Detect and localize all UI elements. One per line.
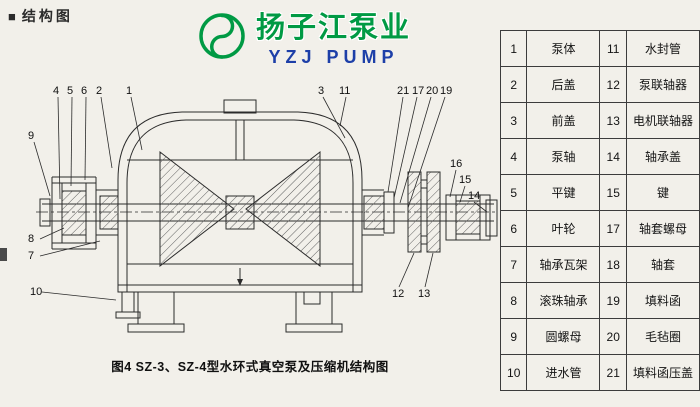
part-label: 21 xyxy=(397,85,410,97)
part-name: 滚珠轴承 xyxy=(526,282,601,319)
part-no: 3 xyxy=(499,102,528,139)
brand-text: 扬子江泵业 YZJ PUMP xyxy=(256,4,411,68)
part-no: 18 xyxy=(599,246,627,283)
part-name: 轴套 xyxy=(625,246,700,283)
part-no: 6 xyxy=(499,210,528,247)
table-row: 10 进水管 21 填料函压盖 xyxy=(499,354,700,391)
scan-artifact xyxy=(0,248,7,261)
part-no: 21 xyxy=(599,354,627,391)
part-label: 11 xyxy=(339,85,351,97)
part-no: 11 xyxy=(599,30,627,67)
table-row: 1 泵体 11 水封管 xyxy=(499,30,700,67)
part-label: 8 xyxy=(28,233,35,245)
part-name: 泵联轴器 xyxy=(625,66,700,103)
part-name: 填料函压盖 xyxy=(625,354,700,391)
part-no: 20 xyxy=(599,318,627,355)
part-no: 1 xyxy=(499,30,528,67)
part-no: 14 xyxy=(599,138,627,175)
part-name: 轴承瓦架 xyxy=(526,246,601,283)
part-name: 轴套螺母 xyxy=(625,210,700,247)
part-name: 叶轮 xyxy=(526,210,601,247)
parts-table: 1 泵体 11 水封管 2 后盖 12 泵联轴器 3 前盖 13 电机联轴器 4… xyxy=(499,30,700,391)
table-row: 3 前盖 13 电机联轴器 xyxy=(499,102,700,139)
part-name: 后盖 xyxy=(526,66,601,103)
part-label: 5 xyxy=(67,85,74,97)
pump-structure-diagram: 4 5 6 2 1 3 11 21 17 20 19 9 8 7 10 16 1… xyxy=(28,85,498,374)
part-name: 填料函 xyxy=(625,282,700,319)
figure-caption: 图4 SZ-3、SZ-4型水环式真空泵及压缩机结构图 xyxy=(111,360,389,374)
part-name: 键 xyxy=(625,174,700,211)
part-label: 19 xyxy=(440,85,453,97)
part-name: 泵轴 xyxy=(526,138,601,175)
part-label: 16 xyxy=(450,158,463,170)
table-row: 4 泵轴 14 轴承盖 xyxy=(499,138,700,175)
table-row: 9 圆螺母 20 毛毡圈 xyxy=(499,318,700,355)
pump-cross-section-drawing xyxy=(33,96,498,333)
brand-name-en: YZJ PUMP xyxy=(268,47,399,67)
part-no: 12 xyxy=(599,66,627,103)
part-label: 4 xyxy=(53,85,60,97)
part-no: 13 xyxy=(599,102,627,139)
part-label: 17 xyxy=(412,85,425,97)
section-title: 结构图 xyxy=(21,8,73,24)
part-no: 10 xyxy=(499,354,528,391)
part-label: 2 xyxy=(96,85,103,97)
swirl-vortex-icon xyxy=(199,13,245,59)
part-label: 12 xyxy=(392,288,405,300)
part-name: 进水管 xyxy=(526,354,601,391)
part-name: 水封管 xyxy=(625,30,700,67)
part-label: 20 xyxy=(426,85,439,97)
brand-name-cn: 扬子江泵业 xyxy=(256,12,412,44)
part-no: 7 xyxy=(499,246,528,283)
part-label: 6 xyxy=(81,85,88,97)
part-no: 4 xyxy=(499,138,528,175)
part-name: 圆螺母 xyxy=(526,318,601,355)
part-no: 8 xyxy=(499,282,528,319)
part-no: 19 xyxy=(599,282,627,319)
part-no: 5 xyxy=(499,174,528,211)
part-label: 9 xyxy=(28,130,35,142)
section-bullet-icon: ■ xyxy=(8,9,16,24)
part-label: 7 xyxy=(28,250,35,262)
part-name: 平键 xyxy=(526,174,601,211)
section-header: ■ 结构图 xyxy=(8,6,73,26)
part-name: 泵体 xyxy=(526,30,601,67)
part-label: 14 xyxy=(468,190,481,202)
part-name: 毛毡圈 xyxy=(625,318,700,355)
part-no: 17 xyxy=(599,210,627,247)
table-row: 5 平键 15 键 xyxy=(499,174,700,211)
table-row: 7 轴承瓦架 18 轴套 xyxy=(499,246,700,283)
table-row: 8 滚珠轴承 19 填料函 xyxy=(499,282,700,319)
part-name: 轴承盖 xyxy=(625,138,700,175)
part-label: 3 xyxy=(318,85,325,97)
part-no: 9 xyxy=(499,318,528,355)
part-label: 15 xyxy=(459,174,472,186)
brand-logo: 扬子江泵业 YZJ PUMP xyxy=(196,4,411,68)
table-row: 6 叶轮 17 轴套螺母 xyxy=(499,210,700,247)
part-label: 1 xyxy=(126,85,133,97)
part-no: 15 xyxy=(599,174,627,211)
part-name: 前盖 xyxy=(526,102,601,139)
part-name: 电机联轴器 xyxy=(625,102,700,139)
table-row: 2 后盖 12 泵联轴器 xyxy=(499,66,700,103)
part-no: 2 xyxy=(499,66,528,103)
part-label: 13 xyxy=(418,288,431,300)
part-label: 10 xyxy=(30,286,43,298)
